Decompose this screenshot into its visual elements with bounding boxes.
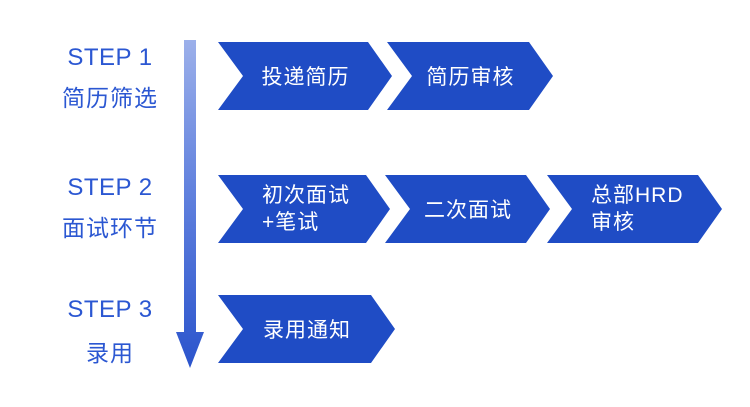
stage-label: 投递简历	[261, 66, 350, 89]
stage-label: 总部HRD 审核	[591, 184, 684, 234]
stage-label: 初次面试 +笔试	[262, 184, 350, 234]
stage-submit-resume: 投递简历	[218, 42, 392, 110]
stage-hq-hrd-review: 总部HRD 审核	[547, 175, 722, 243]
stage-offer-notice: 录用通知	[218, 295, 395, 363]
stage-label: 录用通知	[263, 319, 351, 342]
step2-label-group: STEP 2 面试环节	[35, 168, 185, 248]
stage-resume-review: 简历审核	[387, 42, 553, 110]
step1-label-group: STEP 1 简历筛选	[35, 38, 185, 118]
step2-title: STEP 2	[67, 174, 153, 201]
step1-subtitle: 简历筛选	[62, 85, 158, 111]
step3-title: STEP 3	[67, 296, 153, 323]
step3-label-group: STEP 3 录用	[35, 290, 185, 376]
step2-subtitle: 面试环节	[62, 215, 158, 241]
stage-label: 简历审核	[426, 66, 515, 89]
stage-label: 二次面试	[424, 199, 512, 222]
step1-title: STEP 1	[67, 44, 153, 71]
step3-subtitle: 录用	[86, 340, 134, 366]
stage-second-interview: 二次面试	[385, 175, 550, 243]
stage-first-interview-written-test: 初次面试 +笔试	[218, 175, 390, 243]
